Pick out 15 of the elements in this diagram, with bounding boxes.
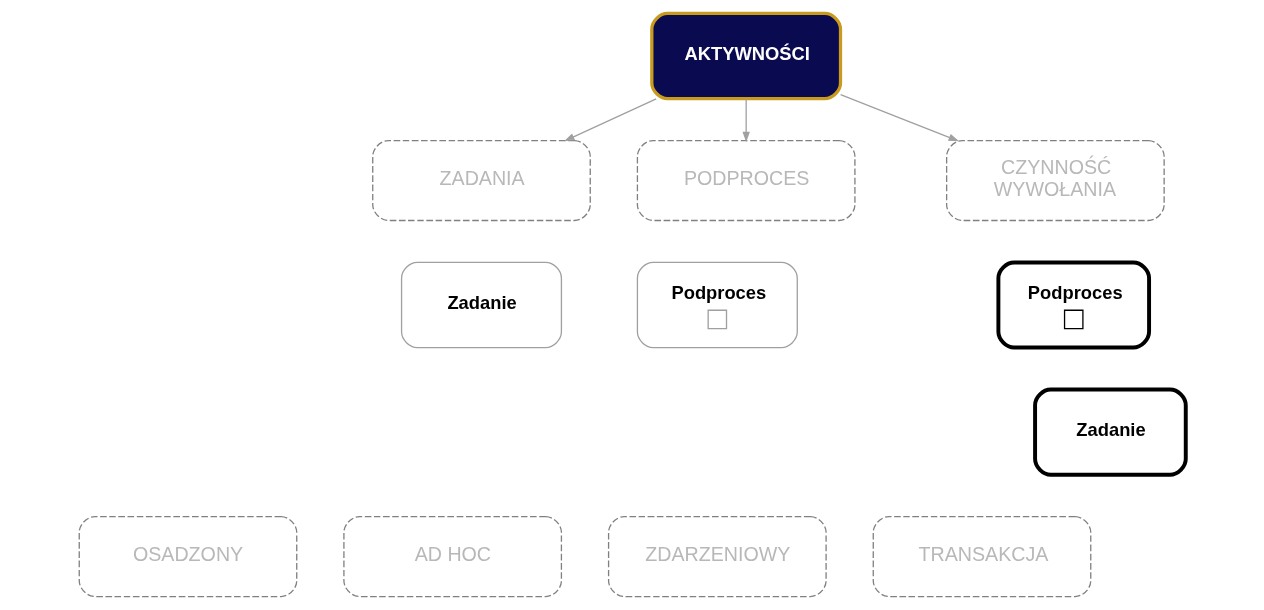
arrow (742, 98, 750, 143)
node-box: ZADANIA (371, 139, 591, 222)
node-box: ZDARZENIOWY (607, 515, 827, 598)
node-box: AD HOC (342, 515, 562, 598)
node-box: Podproces (995, 260, 1151, 350)
arrow (839, 93, 959, 142)
node-box: PODPROCES (636, 139, 856, 222)
node-box: TRANSAKCJA (872, 515, 1091, 598)
node-box: AKTYWNOŚCI (649, 11, 842, 101)
node-box: Podproces (636, 261, 798, 349)
node-box: Zadanie (1032, 387, 1188, 477)
node-box: OSADZONY (78, 515, 297, 598)
node-box: Zadanie (400, 261, 562, 349)
node-box: CZYNNOŚĆ WYWOŁANIA (945, 139, 1165, 222)
arrow (563, 98, 657, 142)
